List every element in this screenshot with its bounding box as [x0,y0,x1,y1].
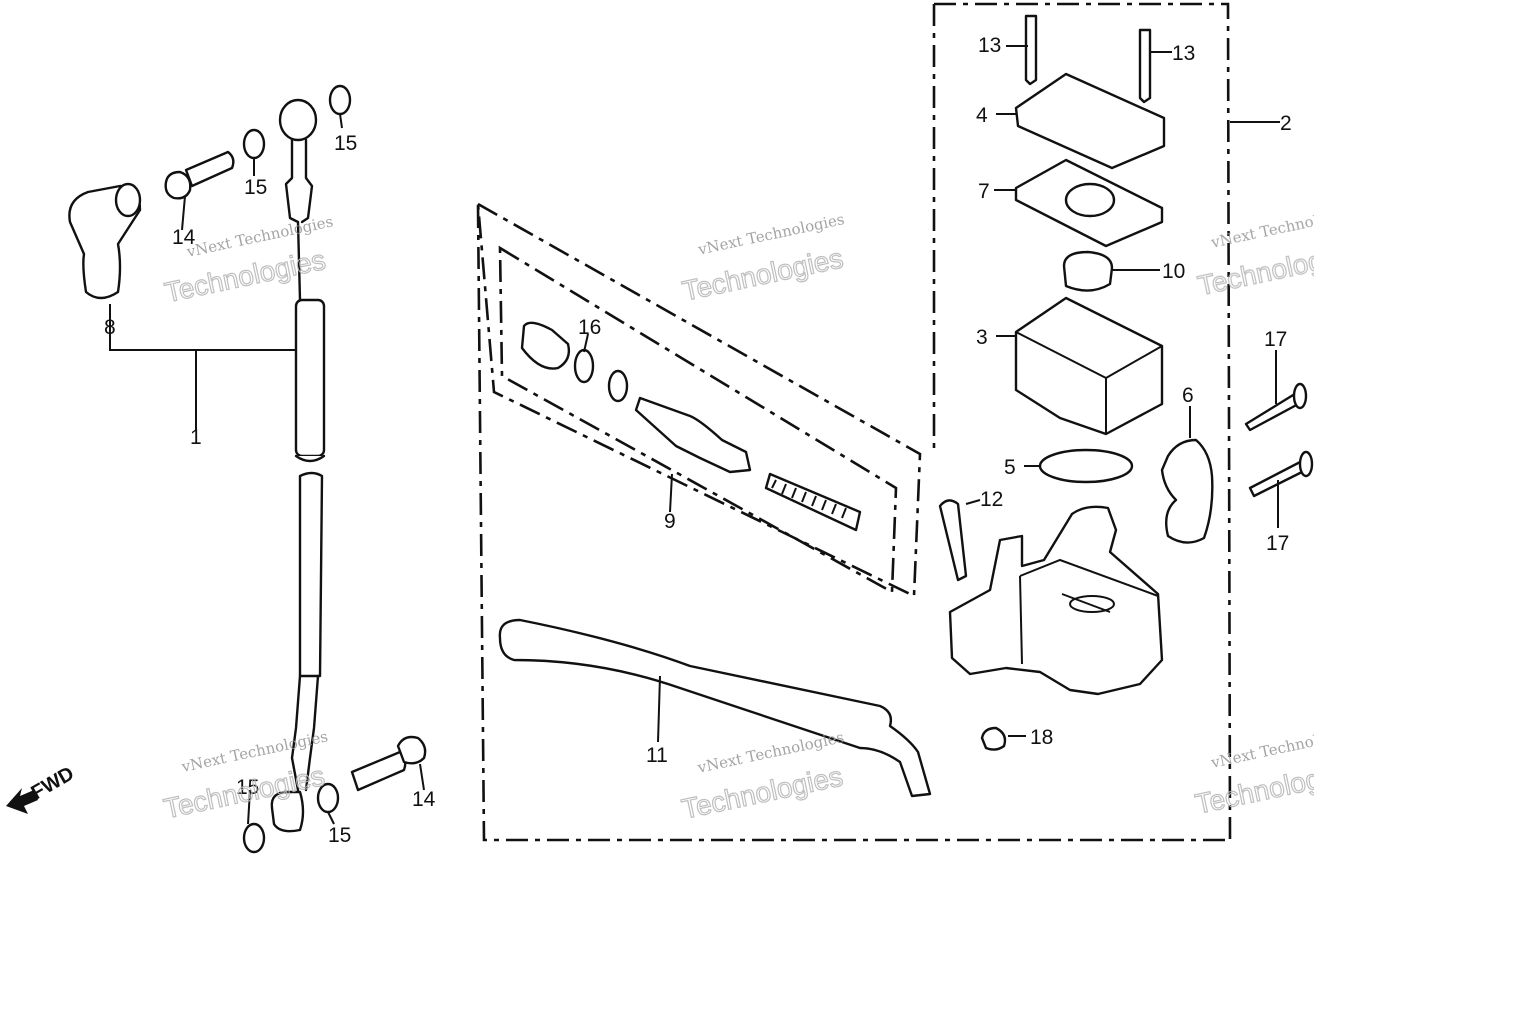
callout-17-bottom: 17 [1266,532,1289,555]
callout-18: 18 [1030,726,1053,749]
callout-9: 9 [664,510,676,533]
watermark-bottom-left: vNext Technologies Technologies [160,727,329,825]
piston [634,396,752,474]
watermark-bottom-center: vNext Technologies Technologies [678,728,846,825]
piston-kit-box [476,201,922,599]
callout-12: 12 [980,488,1003,511]
handlebar-clamp [1160,438,1214,544]
callout-16: 16 [578,316,601,339]
callout-13-left: 13 [978,34,1001,57]
fwd-label: FWD [28,763,78,805]
pivot-nut [980,726,1007,751]
callout-10: 10 [1162,260,1185,283]
sealing-washer-top-1 [242,128,266,160]
callout-3: 3 [976,326,988,349]
brake-lever [498,618,932,798]
callout-17-top: 17 [1264,328,1287,351]
callout-15-top-right: 15 [334,132,357,155]
right-blank-area [1314,0,1536,1024]
piston-cup [607,369,629,403]
callout-13-right: 13 [1172,42,1195,65]
brake-hose-assembly [68,84,427,854]
callout-5: 5 [1004,456,1016,479]
brake-hose-lower [270,471,324,833]
reservoir-cover [1014,72,1166,170]
callout-6: 6 [1182,384,1194,407]
o-ring [1038,448,1134,484]
callout-1: 1 [190,426,202,449]
callout-11: 11 [646,744,668,767]
circlip [573,348,595,384]
lever-pivot-bolt [938,499,968,582]
callout-7: 7 [978,180,990,203]
reservoir-body [1014,296,1164,436]
callout-15-bottom-right: 15 [328,824,351,847]
cover-screw-left [1024,14,1038,86]
sealing-washer-top-2 [328,84,352,116]
callout-14-top: 14 [172,226,196,249]
callout-15-bottom-left: 15 [236,776,259,799]
sealing-washer-bottom-2 [242,822,266,854]
master-cylinder-box [476,2,1314,842]
fwd-indicator: FWD [6,763,78,814]
callout-2: 2 [1280,112,1292,135]
banjo-bolt-top [164,150,235,200]
callout-14-bottom: 14 [412,788,436,811]
brake-hose-upper [278,98,326,463]
cover-screw-right [1138,28,1152,104]
reservoir-seal [1062,250,1114,292]
hose-boot [68,182,142,300]
callout-8: 8 [104,316,116,339]
callout-15-top-left: 15 [244,176,267,199]
master-cylinder-body [948,505,1164,696]
watermark-top-center: vNext Technologies Technologies [679,210,847,307]
banjo-bolt-bottom [350,735,427,792]
callout-4: 4 [976,104,988,127]
dust-boot [520,321,571,370]
callout-labels: 1 2 3 4 5 6 7 8 9 10 11 12 13 13 14 14 1… [104,34,1292,847]
